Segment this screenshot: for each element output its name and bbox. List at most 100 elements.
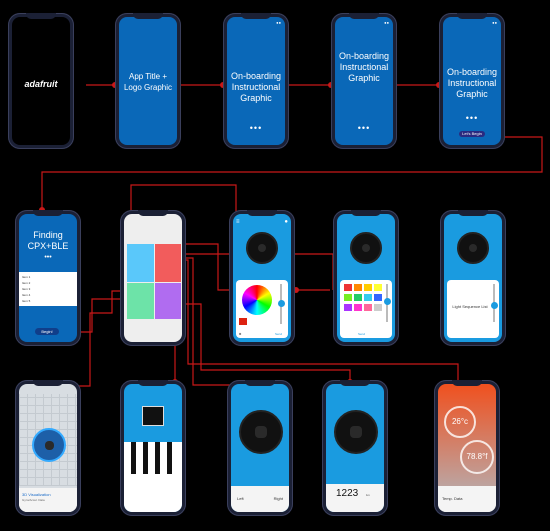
screen-onboard-3: ●● On-boarding Instructional Graphic •••… [443, 17, 501, 145]
phone-light-sequence: Light Sequence List [440, 210, 506, 346]
finding-title: Finding CPX+BLE [27, 230, 69, 251]
sequence-panel: Light Sequence List [447, 280, 499, 338]
black-key[interactable] [155, 442, 160, 474]
sensor-unit: lux [366, 493, 370, 497]
screen-visualization: 3D Visualization Gyro/Accel. Data [19, 384, 77, 512]
screen-mode-grid [124, 214, 182, 342]
color-panel: ■ Send [236, 280, 288, 338]
viz-title: 3D Visualization [22, 492, 51, 497]
phone-buttons: Left Right [227, 380, 293, 516]
right-button-label[interactable]: Right [273, 496, 283, 501]
mode-tile-green[interactable] [127, 283, 154, 319]
list-items[interactable]: Item 1 Item 2 Item 3 Item 4 Item 5 [22, 275, 31, 303]
circuit-board-image [334, 410, 378, 454]
status-indicator: ●● [492, 20, 497, 25]
keyboard-icon [142, 406, 164, 426]
slider-thumb[interactable] [278, 300, 285, 307]
slider-thumb[interactable] [491, 302, 498, 309]
black-key[interactable] [143, 442, 148, 474]
screen-piano [124, 384, 182, 512]
screen-title: App Title + Logo Graphic [119, 17, 177, 145]
sensor-panel: 1223 lux [326, 484, 384, 512]
status-indicator: ●● [276, 20, 281, 25]
phone-sensor: 1223 lux [322, 380, 388, 516]
color-swatch[interactable] [364, 284, 372, 291]
phone-temperature: 26°c 78.8°f Temp. Data [434, 380, 500, 516]
phone-finding: Finding CPX+BLE ••• Item 1 Item 2 Item 3… [15, 210, 81, 346]
send-label[interactable]: Send [274, 332, 282, 336]
page-dots: ••• [249, 123, 263, 133]
page-dots: ••• [357, 123, 371, 133]
device-list: Item 1 Item 2 Item 3 Item 4 Item 5 [19, 272, 77, 306]
palette-icon[interactable]: ■ [239, 331, 242, 336]
left-button-label[interactable]: Left [237, 496, 244, 501]
sensor-value: 1223 [336, 488, 359, 499]
notch [133, 13, 163, 19]
color-wheel[interactable] [242, 285, 272, 315]
phone-onboard-1: ●● On-boarding Instructional Graphic ••• [223, 13, 289, 149]
color-swatch[interactable] [344, 294, 352, 301]
phone-onboard-2: ●● On-boarding Instructional Graphic ••• [331, 13, 397, 149]
temp-panel: Temp. Data [438, 486, 496, 512]
screen-finding: Finding CPX+BLE ••• Item 1 Item 2 Item 3… [19, 214, 77, 342]
loading-dots: ••• [44, 254, 52, 261]
phone-color-picker: ≡ ● ■ Send [229, 210, 295, 346]
phone-color-grid: Send [333, 210, 399, 346]
color-swatch[interactable] [354, 284, 362, 291]
onboard-title: On-boarding Instructional Graphic [338, 51, 390, 83]
screen-color-grid: Send [337, 214, 395, 342]
color-swatch[interactable] [354, 294, 362, 301]
color-swatch[interactable] [344, 304, 352, 311]
onboard-title: On-boarding Instructional Graphic [446, 67, 498, 99]
notch [452, 380, 482, 386]
screen-onboard-2: ●● On-boarding Instructional Graphic ••• [335, 17, 393, 145]
phone-piano [120, 380, 186, 516]
lets-begin-button[interactable]: Let's Begin [459, 131, 485, 137]
phone-visualization: 3D Visualization Gyro/Accel. Data [15, 380, 81, 516]
send-label[interactable]: Send [358, 332, 366, 336]
screen-splash: adafruit [12, 17, 70, 145]
notch [245, 380, 275, 386]
circuit-board-image [350, 232, 382, 264]
color-swatch[interactable] [374, 304, 382, 311]
color-swatch[interactable] [364, 304, 372, 311]
fahrenheit-gauge: 78.8°f [460, 440, 494, 474]
screen-light-sequence: Light Sequence List [444, 214, 502, 342]
circuit-board-image [239, 410, 283, 454]
circuit-board-image [457, 232, 489, 264]
adafruit-logo: adafruit [24, 79, 58, 89]
temp-label: Temp. Data [442, 496, 463, 501]
notch [33, 380, 63, 386]
celsius-gauge: 26°c [444, 406, 476, 438]
screen-color-picker: ≡ ● ■ Send [233, 214, 291, 342]
title-text: App Title + Logo Graphic [123, 72, 173, 92]
page-dots: ••• [465, 113, 479, 123]
phone-onboard-3: ●● On-boarding Instructional Graphic •••… [439, 13, 505, 149]
color-swatch[interactable] [364, 294, 372, 301]
notch [26, 13, 56, 19]
color-grid-panel: Send [340, 280, 392, 338]
mode-tile-purple[interactable] [155, 283, 181, 319]
begin-button[interactable]: Begin! [35, 328, 59, 335]
notch [33, 210, 63, 216]
piano-keys[interactable] [124, 442, 182, 512]
color-swatch[interactable] [344, 284, 352, 291]
notch [247, 210, 277, 216]
notch [241, 13, 271, 19]
mode-tile-blue[interactable] [127, 244, 154, 282]
color-swatch[interactable] [374, 284, 382, 291]
info-panel: 3D Visualization Gyro/Accel. Data [19, 488, 77, 512]
settings-icon[interactable]: ● [284, 219, 288, 225]
phone-splash: adafruit [8, 13, 74, 149]
black-key[interactable] [131, 442, 136, 474]
black-key[interactable] [167, 442, 172, 474]
mode-tile-red[interactable] [155, 244, 181, 282]
viz-subtitle: Gyro/Accel. Data [22, 498, 45, 502]
color-swatch[interactable] [354, 304, 362, 311]
slider-thumb[interactable] [384, 298, 391, 305]
color-swatch[interactable] [374, 294, 382, 301]
menu-icon[interactable]: ≡ [236, 219, 240, 225]
notch [138, 210, 168, 216]
phone-mode-grid [120, 210, 186, 346]
sequence-label: Light Sequence List [452, 304, 488, 309]
